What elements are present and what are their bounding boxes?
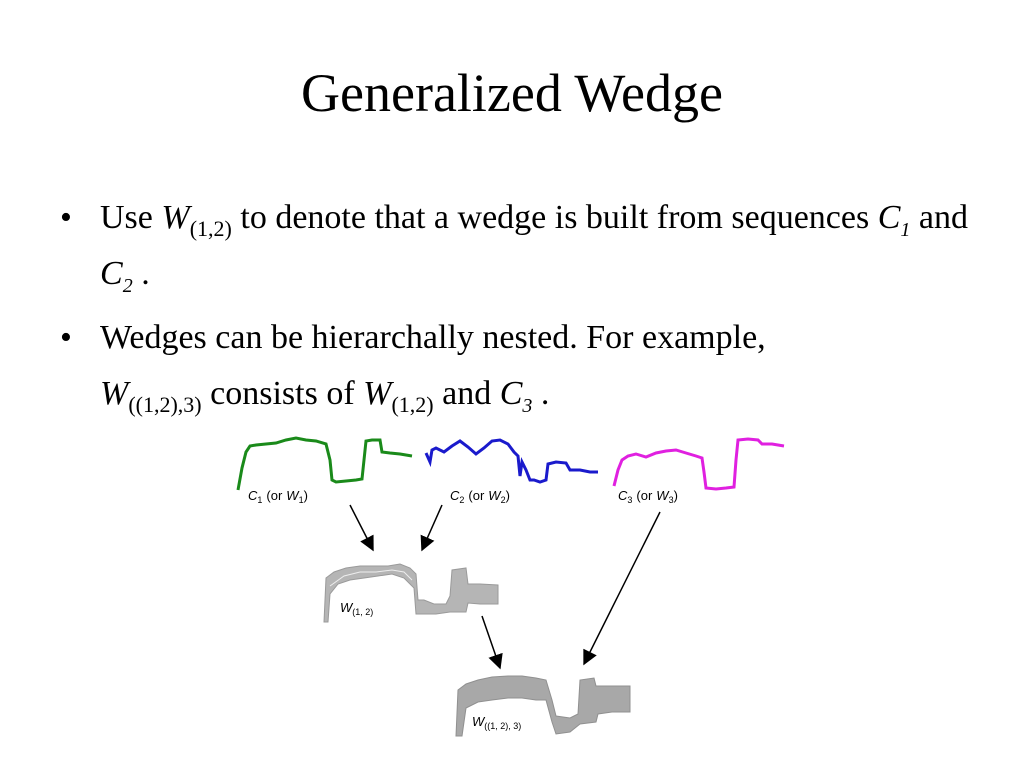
- arrow-c1-to-w12: [349, 504, 374, 552]
- label-w123: W((1, 2), 3): [472, 714, 521, 731]
- bullet-text: and: [442, 375, 492, 412]
- bullet-text: and: [918, 199, 968, 236]
- wedge-w12: [323, 563, 499, 623]
- wedge-w123: [455, 675, 631, 737]
- bullet-text: Wedges can be hierarchally nested. For e…: [100, 319, 766, 356]
- math-c1: C: [877, 199, 901, 236]
- sequence-c2: [424, 438, 598, 484]
- math-c3: C: [499, 375, 523, 412]
- math-c1-sub: 1: [900, 219, 911, 241]
- sequence-c1: [236, 436, 413, 491]
- bullet-marker: •: [60, 199, 72, 236]
- math-w-outer-sub: ((1,2),3): [128, 392, 202, 417]
- bullet-list: • Use W(1,2) to denote that a wedge is b…: [60, 190, 1000, 430]
- math-w-sub: (1,2): [189, 216, 232, 241]
- sequence-c3: [612, 437, 785, 491]
- arrow-c3-to-w123: [583, 511, 661, 666]
- math-w: W: [161, 199, 190, 236]
- math-c2: C: [100, 255, 123, 292]
- svg-text:W(1, 2): W(1, 2): [340, 600, 373, 617]
- bullet-end: .: [141, 255, 150, 292]
- math-w-inner: W: [363, 375, 392, 412]
- arrow-c2-to-w12: [420, 504, 443, 552]
- label-w12: W(1, 2): [340, 600, 373, 617]
- math-w-inner-sub: (1,2): [391, 392, 434, 417]
- bullet-text: Use: [100, 199, 153, 236]
- slide-title: Generalized Wedge: [301, 63, 723, 123]
- svg-text:W((1, 2), 3): W((1, 2), 3): [472, 714, 521, 731]
- bullet-marker: •: [60, 319, 72, 356]
- bullet-item-2: • Wedges can be hierarchally nested. For…: [60, 310, 1000, 422]
- math-c2-sub: 2: [122, 275, 133, 297]
- arrow-w12-to-w123: [481, 615, 503, 670]
- bullet-text: to denote that a wedge is built from seq…: [240, 199, 870, 236]
- bullet-item-1: • Use W(1,2) to denote that a wedge is b…: [60, 190, 1000, 302]
- bullet-text: consists of: [210, 375, 355, 412]
- bullet-end: .: [540, 375, 550, 412]
- math-w-outer: W: [100, 375, 129, 412]
- math-c3-sub: 3: [522, 395, 533, 417]
